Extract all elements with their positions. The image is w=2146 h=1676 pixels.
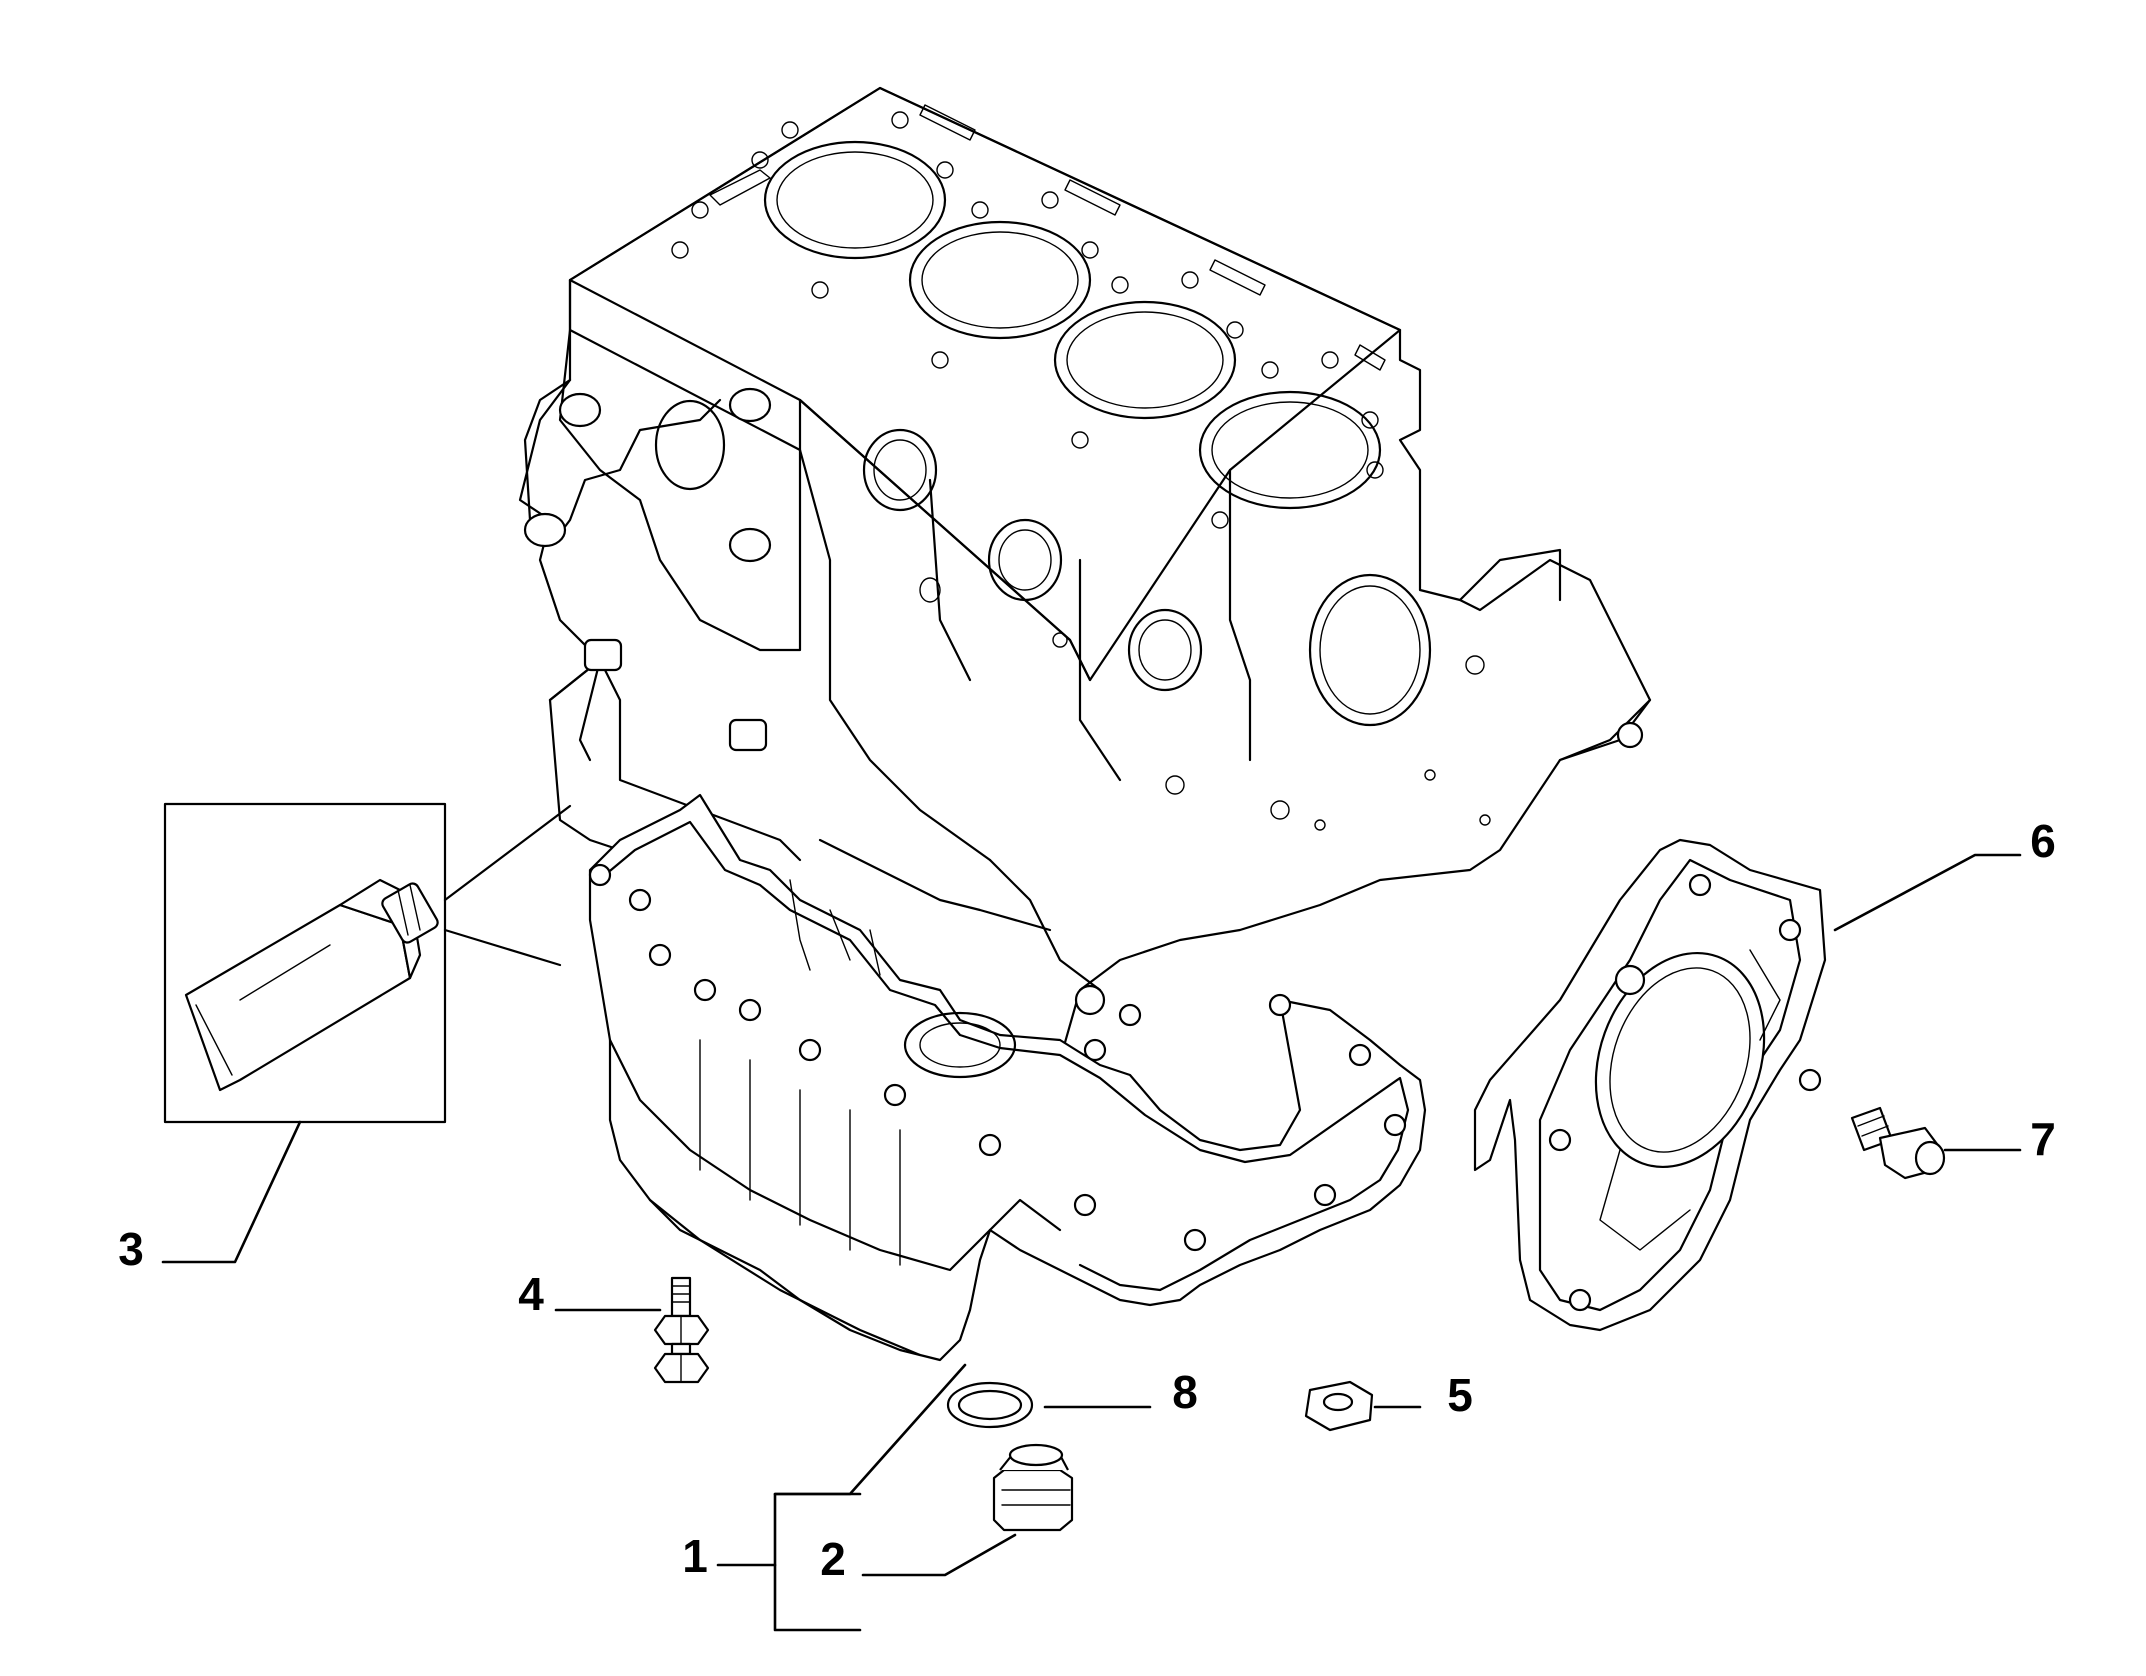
leader-lines: [161, 853, 2022, 1632]
callout-6: 6: [2030, 815, 2056, 867]
washer-icon: [946, 1381, 1034, 1429]
oil-pan-icon: [588, 793, 1427, 1362]
stud-bolt-icon: [653, 1276, 710, 1384]
hex-nut-icon: [1304, 1380, 1374, 1432]
sealant-tube-icon: [163, 802, 572, 1124]
callout-2: 2: [820, 1533, 846, 1585]
callout-7: 7: [2030, 1113, 2056, 1165]
leader-2: [861, 1533, 1017, 1577]
leader-6: [1833, 853, 2022, 932]
leader-1-pan: [773, 1363, 967, 1496]
callout-1: 1: [682, 1530, 708, 1582]
callout-5: 5: [1447, 1369, 1473, 1421]
engine-block-icon: [518, 86, 1652, 1082]
callout-3: 3: [118, 1223, 144, 1275]
leader-3: [161, 1120, 302, 1264]
callout-4: 4: [518, 1268, 544, 1320]
bolt-icon: [1850, 1106, 1946, 1180]
drain-plug-icon: [992, 1443, 1074, 1532]
seal-carrier-icon: [1473, 838, 1827, 1332]
callout-8: 8: [1172, 1366, 1198, 1418]
bracket-1: [773, 1492, 862, 1632]
